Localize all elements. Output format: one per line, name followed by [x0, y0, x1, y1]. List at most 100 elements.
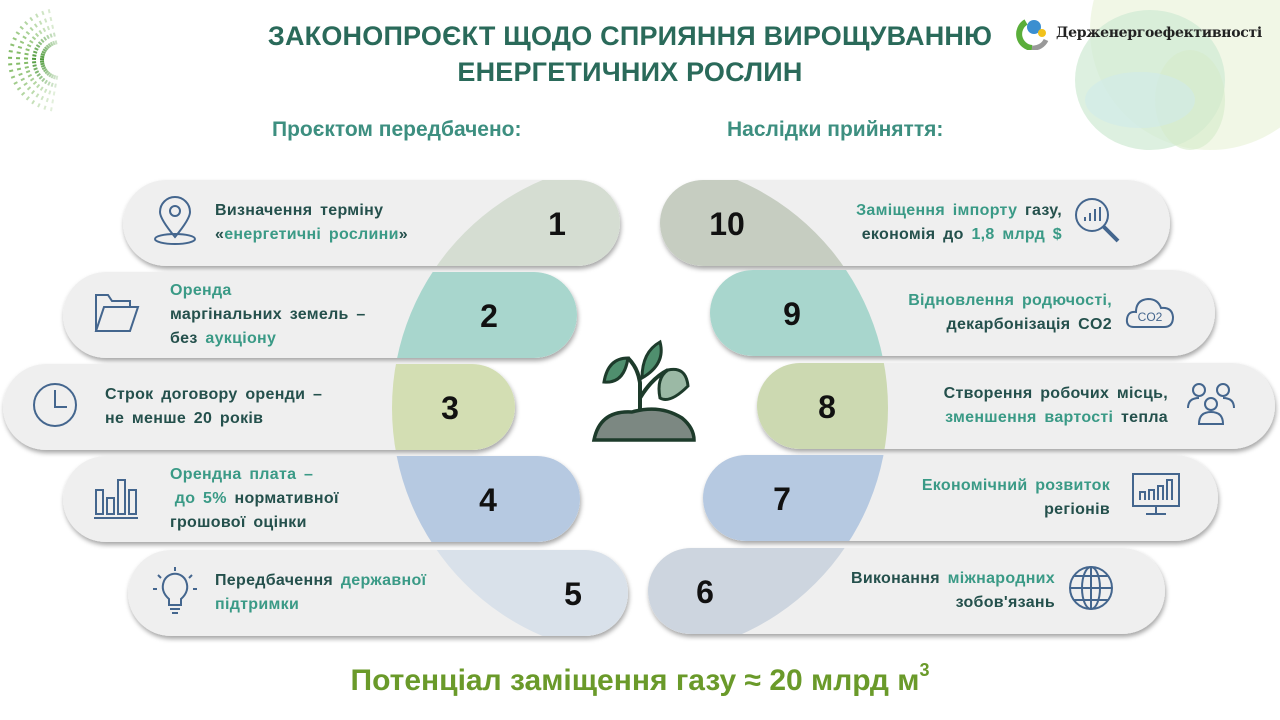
- item-number: 10: [709, 206, 745, 242]
- text-segment: газу,: [1025, 202, 1062, 219]
- item-number: 6: [696, 574, 714, 610]
- right-item-10: 10: [660, 180, 1170, 266]
- right-item-6: 6: [648, 548, 1165, 634]
- highlighted-text: енергетичні рослини: [224, 226, 399, 243]
- item-description: Строк договору оренди –не менше 20 років: [105, 383, 322, 431]
- text-segment: грошової оцінки: [170, 514, 307, 531]
- highlighted-text: Заміщення імпорту: [856, 202, 1026, 219]
- highlighted-text: міжнародних: [947, 570, 1055, 587]
- item-number: 3: [441, 390, 459, 426]
- text-segment: »: [398, 226, 408, 243]
- text-segment: зобов'язань: [955, 594, 1055, 611]
- item-description: Передбачення державної підтримки: [215, 569, 426, 617]
- right-item-9: 9: [710, 270, 1215, 356]
- location-pin-icon: [150, 195, 202, 252]
- left-heading: Проєктом передбачено:: [272, 118, 522, 141]
- description-line: Оренда: [170, 279, 366, 303]
- item-description: Виконання міжнародних зобов'язань: [851, 567, 1055, 615]
- description-line: Економічний розвиток: [922, 474, 1110, 498]
- left-item-5: 5: [128, 550, 628, 636]
- co2-cloud-icon: CO2: [1124, 285, 1176, 342]
- description-line: Створення робочих місць,: [944, 382, 1168, 406]
- text-segment: Строк договору оренди –: [105, 386, 323, 403]
- item-number: 2: [480, 298, 498, 334]
- item-number: 4: [479, 482, 497, 518]
- right-item-7: 7: [703, 455, 1218, 541]
- text-segment: нормативної: [226, 490, 339, 507]
- description-line: Визначення терміну: [215, 199, 408, 223]
- number-segment: [392, 456, 580, 542]
- title-line-2: ЕНЕРГЕТИЧНИХ РОСЛИН: [457, 57, 803, 87]
- highlighted-text: державної: [340, 572, 427, 589]
- highlighted-text: підтримки: [215, 596, 300, 613]
- footer-potential: Потенціал заміщення газу ≈ 20 млрд м3: [0, 660, 1280, 698]
- highlighted-text: зменшення вартості: [945, 409, 1114, 426]
- description-line: маргінальних земель –: [170, 303, 366, 327]
- highlighted-text: Орендна плата –: [170, 466, 314, 483]
- highlighted-text: Оренда: [170, 282, 232, 299]
- text-segment: регіонів: [1044, 501, 1110, 518]
- text-segment: без: [170, 330, 206, 347]
- highlighted-text: аукціону: [205, 330, 277, 347]
- text-segment: Виконання: [850, 570, 948, 587]
- item-number: 8: [818, 389, 836, 425]
- number-segment: [710, 270, 888, 356]
- magnifier-chart-icon: [1072, 195, 1124, 252]
- monitor-chart-icon: [1130, 470, 1182, 527]
- description-line: декарбонізація CO2: [908, 313, 1112, 337]
- lightbulb-icon: [150, 565, 202, 622]
- decor-bubbles: [1075, 0, 1280, 150]
- text-segment: Створення робочих місць,: [943, 385, 1168, 402]
- number-segment: [703, 455, 888, 541]
- right-heading: Наслідки прийняття:: [727, 118, 944, 141]
- description-line: зобов'язань: [851, 591, 1055, 615]
- item-description: Визначення терміну «енергетичні рослини»: [215, 199, 408, 247]
- highlighted-text: Економічний розвиток: [921, 477, 1110, 494]
- page-title: ЗАКОНОПРОЄКТ ЩОДО СПРИЯННЯ ВИРОЩУВАННЮ Е…: [190, 18, 1070, 90]
- item-number: 5: [564, 576, 582, 612]
- description-line: Строк договору оренди –: [105, 383, 322, 407]
- text-segment: «: [215, 226, 225, 243]
- agency-name: Держенергоефективності: [1056, 25, 1262, 41]
- description-line: Заміщення імпорту газу,: [856, 199, 1062, 223]
- number-segment: [392, 272, 577, 358]
- description-line: Відновлення родючості,: [908, 289, 1112, 313]
- left-item-1: 1: [123, 180, 620, 266]
- item-description: Відновлення родючості, декарбонізація CO2: [908, 289, 1112, 337]
- agency-logo: Держенергоефективності: [1016, 16, 1262, 50]
- co2-label: CO2: [1138, 310, 1163, 324]
- footer-text: Потенціал заміщення газу ≈ 20 млрд м: [350, 664, 920, 697]
- agency-logo-icon: [1016, 19, 1049, 50]
- description-line: Орендна плата –: [170, 463, 339, 487]
- item-description: Оренда маргінальних земель – без аукціону: [170, 279, 366, 351]
- item-number: 9: [783, 296, 801, 332]
- description-line: підтримки: [215, 593, 426, 617]
- left-item-4: 4: [63, 456, 580, 542]
- text-segment: декарбонізація CO2: [946, 316, 1112, 333]
- description-line: Передбачення державної: [215, 569, 426, 593]
- globe-icon: [1066, 563, 1118, 620]
- text-segment: економія до: [861, 226, 972, 243]
- text-segment: маргінальних земель –: [170, 306, 366, 323]
- item-description: Створення робочих місць, зменшення вартос…: [944, 382, 1168, 430]
- description-line: Виконання міжнародних: [851, 567, 1055, 591]
- text-segment: Визначення терміну: [215, 202, 384, 219]
- clock-icon: [30, 380, 82, 437]
- description-line: економія до 1,8 млрд $: [856, 223, 1062, 247]
- number-segment: [757, 363, 888, 449]
- description-line: «енергетичні рослини»: [215, 223, 408, 247]
- right-item-8: 8: [757, 363, 1275, 449]
- description-line: грошової оцінки: [170, 511, 339, 535]
- text-segment: тепла: [1113, 409, 1168, 426]
- left-item-2: 2: [63, 272, 577, 358]
- description-line: зменшення вартості тепла: [944, 406, 1168, 430]
- seedling-icon: [591, 339, 696, 442]
- description-line: без аукціону: [170, 327, 366, 351]
- left-item-3: 3: [3, 364, 515, 450]
- highlighted-text: до 5%: [170, 490, 227, 507]
- item-description: Економічний розвиток регіонів: [922, 474, 1110, 522]
- brand-rays-logo: [8, 9, 59, 112]
- number-segment: [648, 548, 888, 634]
- description-line: до 5% нормативної: [170, 487, 339, 511]
